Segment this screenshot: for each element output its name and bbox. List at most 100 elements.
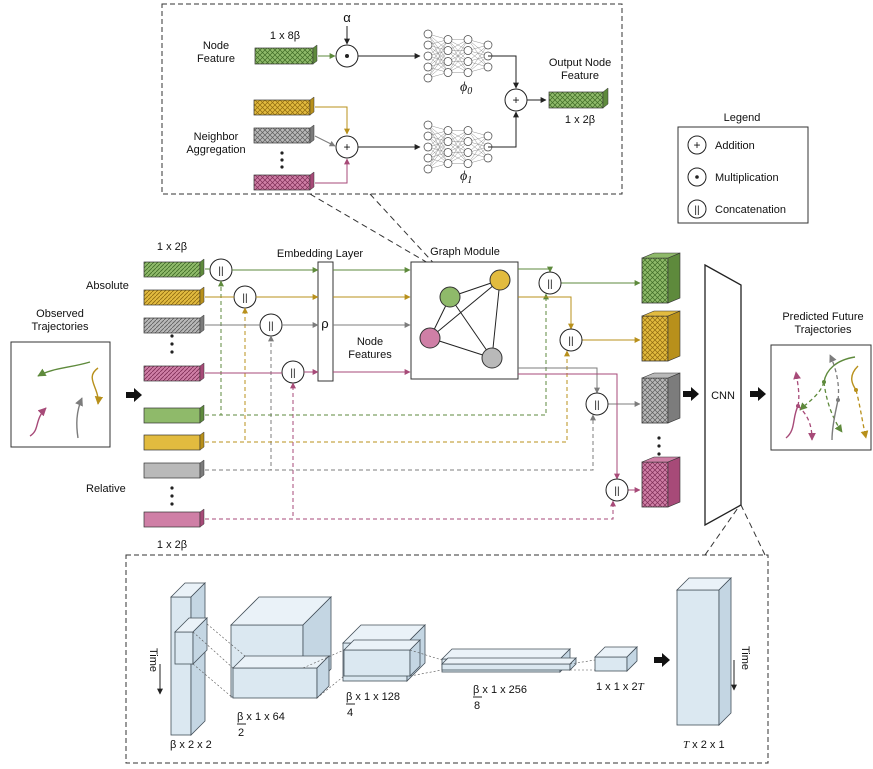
neighbor-block-yellow — [253, 96, 315, 116]
concat-left-gray: || — [259, 313, 283, 337]
multiplication-op-top — [335, 44, 359, 68]
cnn-kernel-3 — [343, 639, 421, 677]
abs-dim-top: 1 x 2β — [157, 241, 187, 253]
graph-module-label: Graph Module — [430, 246, 500, 258]
predicted-trajectories-panel — [770, 344, 872, 451]
absolute-label: Absolute — [86, 280, 129, 292]
legend-title: Legend — [724, 112, 761, 124]
layer-label-2-den: 4 — [347, 707, 353, 719]
output-block-gray — [641, 372, 681, 424]
abs-block-pink — [143, 362, 205, 382]
cnn-final-arrow — [654, 653, 670, 667]
legend-multiplication: Multiplication — [715, 172, 779, 184]
svg-text:||: || — [290, 368, 295, 379]
svg-text:ρ: ρ — [321, 316, 328, 331]
embedding-layer-label: Embedding Layer — [277, 248, 364, 260]
output-feature-blocks: || || || || — [538, 252, 681, 508]
relative-feature-rows — [143, 404, 205, 528]
svg-text:||: || — [218, 266, 223, 277]
svg-text:||: || — [594, 400, 599, 411]
rel-block-yellow — [143, 431, 205, 451]
rel-block-gray — [143, 459, 205, 479]
svg-text:||: || — [268, 321, 273, 332]
abs-block-green — [143, 258, 205, 278]
phi1-network — [423, 120, 493, 174]
cnn-output-arrow — [750, 387, 766, 401]
layer-label-0: β x 2 x 2 — [170, 739, 212, 751]
neighbor-block-gray — [253, 124, 315, 144]
addition-op-neighbor: + — [335, 135, 359, 159]
node-feature-dim: 1 x 8β — [270, 30, 300, 42]
layer-label-final: T x 2 x 1 — [683, 739, 725, 751]
cnn-input-arrow — [683, 387, 699, 401]
graph-module — [410, 261, 519, 380]
alpha-symbol: α — [343, 10, 351, 25]
addition-op-top: + — [504, 88, 528, 112]
concat-right-green: || — [538, 271, 562, 295]
cnn-block: CNN — [704, 263, 742, 527]
abs-block-yellow — [143, 286, 205, 306]
svg-text:||: || — [242, 293, 247, 304]
legend-symbol-multiplication — [695, 175, 699, 179]
svg-text:||: || — [568, 336, 573, 347]
phi0-label: ϕ0 — [460, 80, 472, 97]
input-arrow — [126, 388, 142, 402]
output-node-feature-block — [548, 87, 609, 109]
output-dim: 1 x 2β — [565, 114, 595, 126]
neighbor-block-pink — [253, 171, 315, 191]
graph-detail-panel — [161, 3, 623, 195]
cnn-kernel-4 — [441, 657, 577, 671]
embedding-layer-rho: ρ — [317, 261, 334, 382]
cnn-kernel-1 — [174, 617, 208, 665]
concat-left-pink: || — [281, 360, 305, 384]
svg-text:+: + — [512, 93, 519, 107]
svg-text:||: || — [547, 279, 552, 290]
concat-right-gray: || — [585, 392, 609, 416]
relative-label: Relative — [86, 483, 126, 495]
relative-ellipsis — [170, 486, 174, 506]
neighbor-ellipsis — [280, 151, 284, 169]
time-label-right: Time — [739, 646, 751, 670]
output-block-pink — [641, 456, 681, 508]
concat-right-yellow: || — [559, 328, 583, 352]
legend-addition: Addition — [715, 140, 755, 152]
layer-label-2: β x 1 x 128 — [346, 691, 400, 703]
output-block-green — [641, 252, 681, 304]
abs-block-gray — [143, 314, 205, 334]
cnn-label: CNN — [711, 390, 735, 402]
absolute-ellipsis — [170, 334, 174, 354]
cnn-output-tensor — [676, 577, 732, 726]
legend-symbol-concatenation: || — [694, 205, 699, 216]
concat-left-green: || — [209, 258, 233, 282]
phi0-network — [423, 29, 493, 83]
cnn-layers — [170, 577, 732, 736]
output-block-yellow — [641, 310, 681, 362]
svg-text:||: || — [614, 486, 619, 497]
cnn-detail-panel — [125, 554, 769, 764]
rel-block-green — [143, 404, 205, 424]
layer-label-1: β x 1 x 64 — [237, 711, 285, 723]
output-ellipsis — [657, 436, 661, 456]
layer-label-1-den: 2 — [238, 727, 244, 739]
concat-right-pink: || — [605, 478, 629, 502]
cnn-layer-2t — [594, 646, 638, 672]
rel-block-pink — [143, 508, 205, 528]
layer-label-4: 1 x 1 x 2T — [596, 681, 645, 693]
phi1-label: ϕ1 — [460, 169, 472, 186]
legend-symbol-addition: + — [693, 138, 700, 152]
time-label-left: Time — [147, 648, 159, 672]
absolute-feature-rows — [143, 258, 205, 382]
node-feature-block — [254, 44, 318, 65]
layer-label-3-den: 8 — [474, 700, 480, 712]
concat-left-yellow: || — [233, 285, 257, 309]
rel-dim-bottom: 1 x 2β — [157, 539, 187, 551]
cnn-kernel-2 — [232, 655, 330, 699]
legend-concatenation: Concatenation — [715, 204, 786, 216]
layer-label-3: β x 1 x 256 — [473, 684, 527, 696]
legend: Legend + Addition Multiplication || Conc… — [677, 112, 809, 224]
